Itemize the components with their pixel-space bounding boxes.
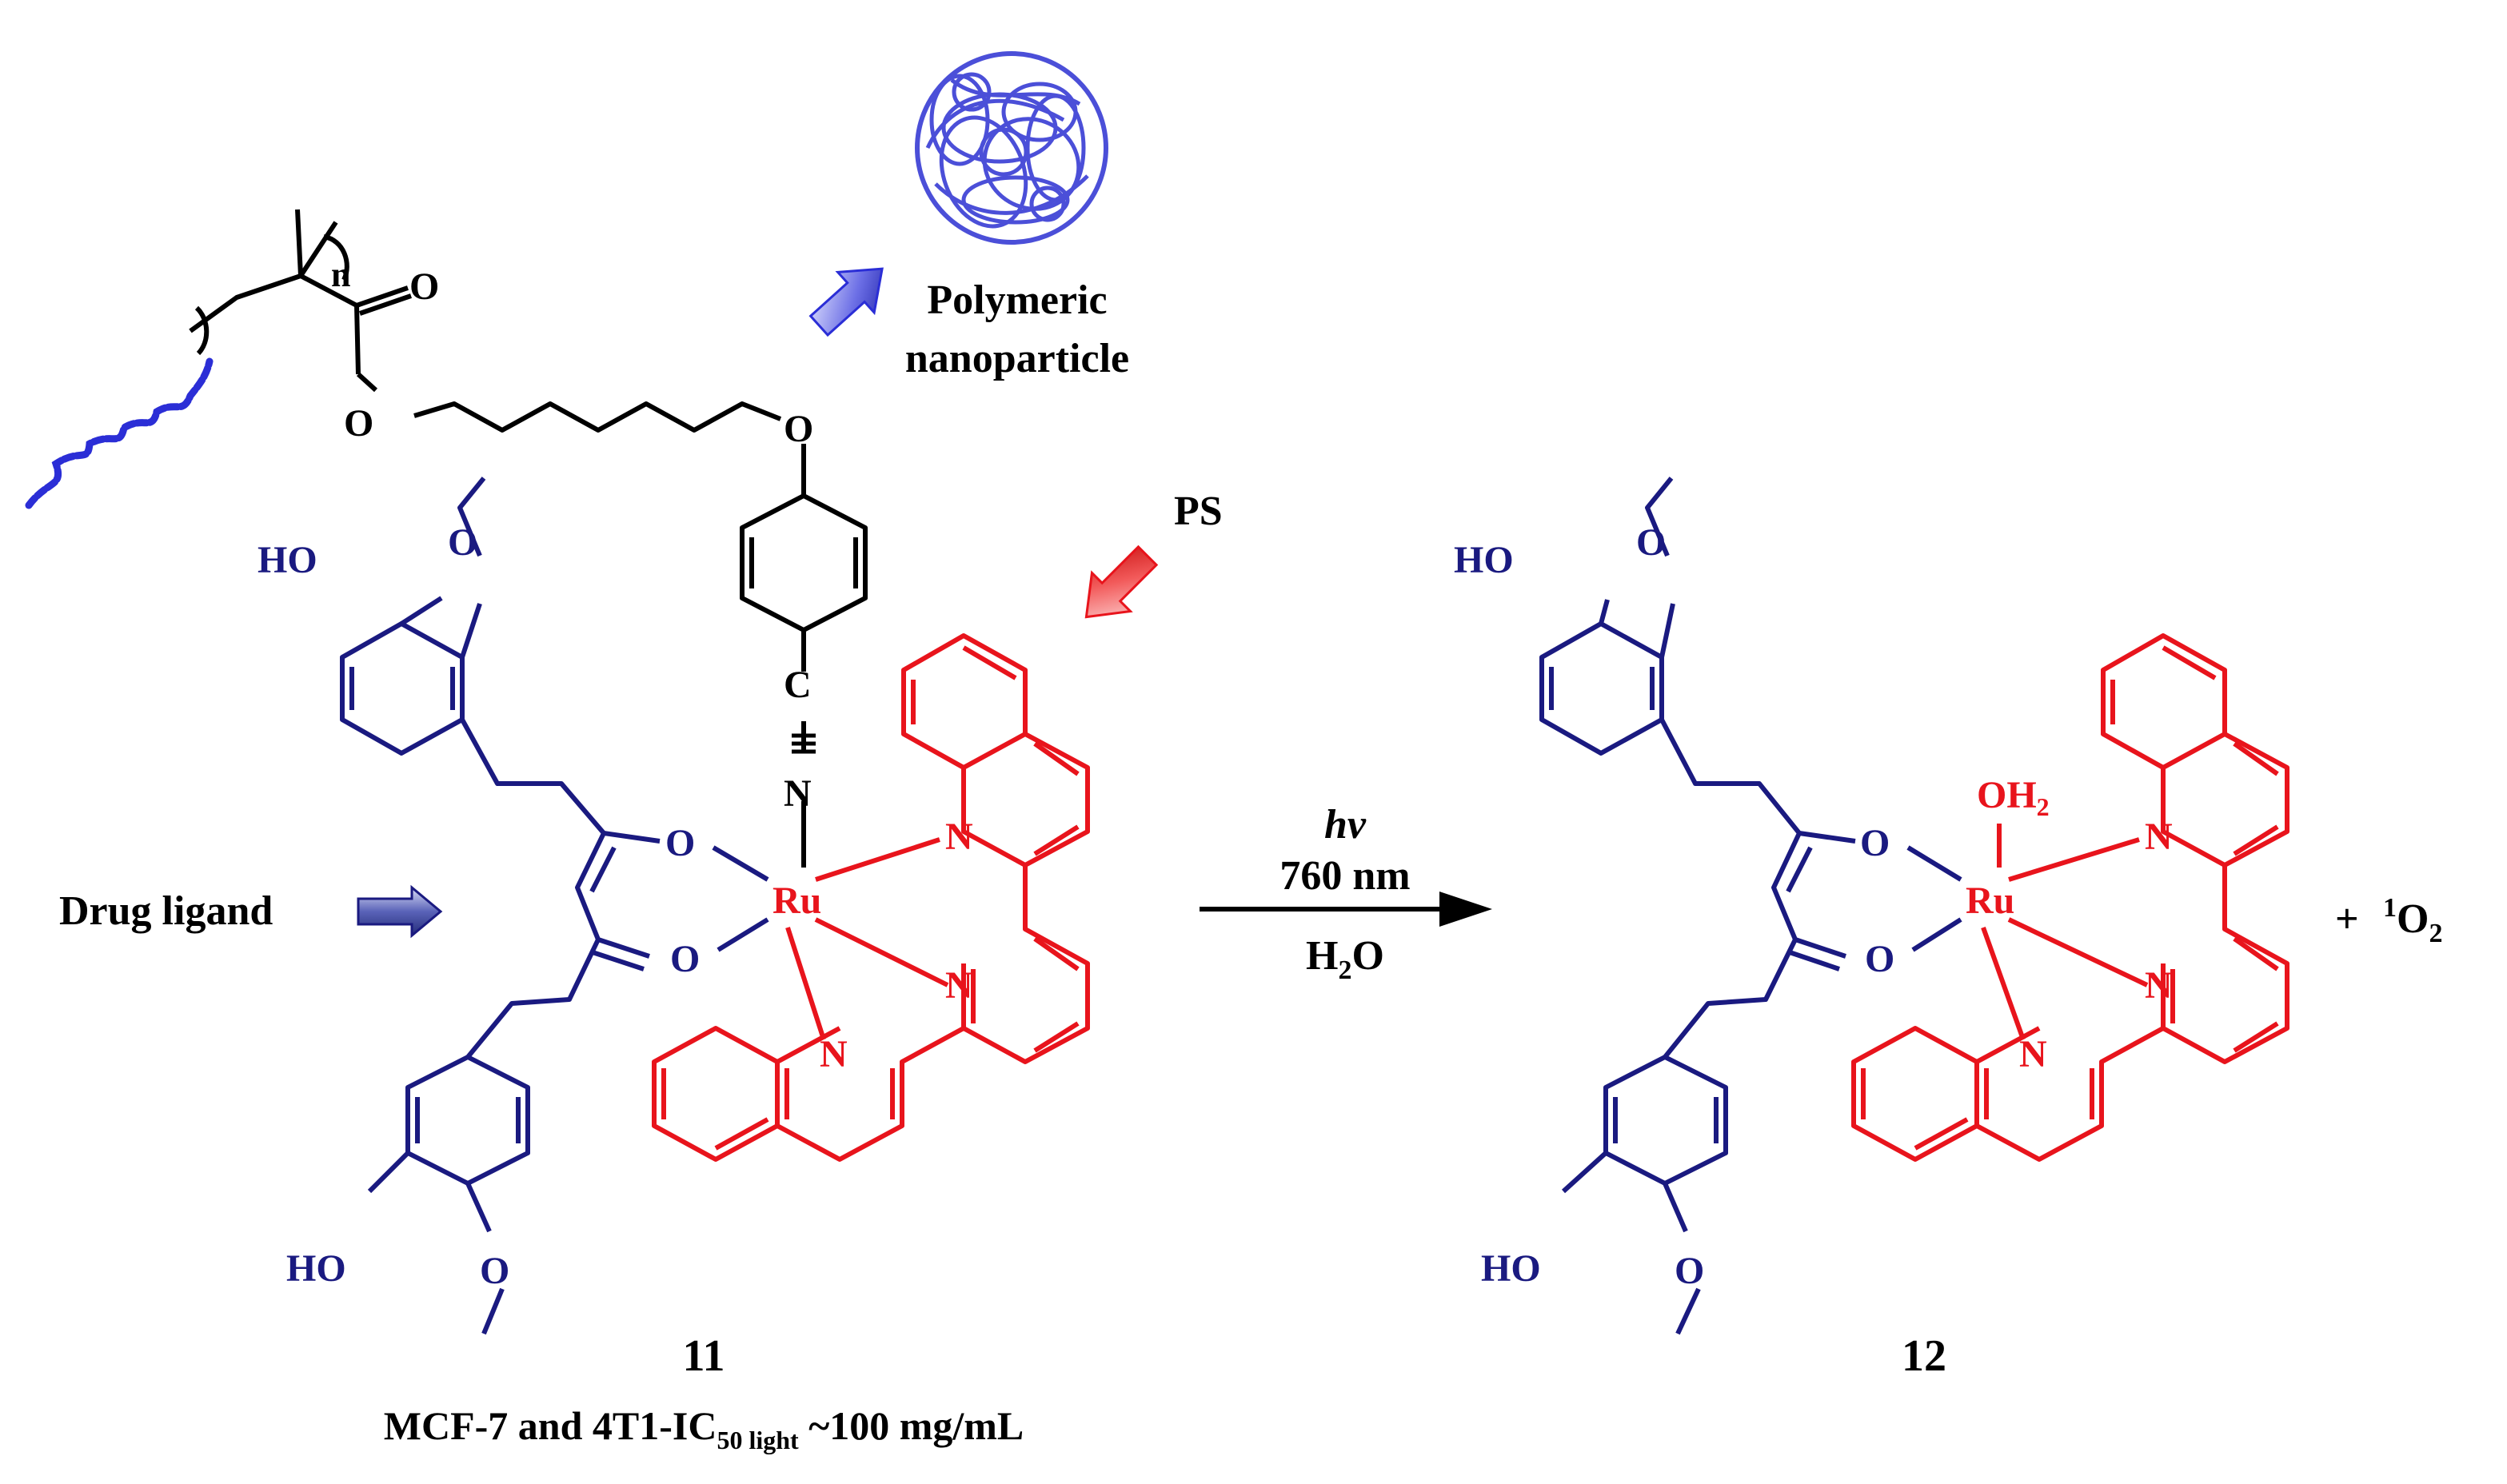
o-keto-bottom-12: O xyxy=(1865,938,1894,980)
ho-label-top-11: HO xyxy=(257,539,317,581)
o-ether-label: O xyxy=(784,408,813,450)
hv-label: hv xyxy=(1324,802,1367,848)
solvent-label: H2O xyxy=(1306,933,1384,985)
o-methoxy-top-12: O xyxy=(1636,521,1666,564)
o-methoxy-bottom-11: O xyxy=(480,1250,509,1292)
polymeric-label: Polymeric xyxy=(927,277,1107,323)
o-enol-top-11: O xyxy=(665,822,695,864)
up-right-arrow-icon xyxy=(808,267,884,337)
compound-12-drug-ligand xyxy=(1539,477,1856,1335)
ho-label-bottom-12: HO xyxy=(1481,1247,1541,1290)
down-left-arrow-icon xyxy=(1084,545,1159,619)
o-carbonyl-label: O xyxy=(409,265,439,308)
nanoparticle-label: nanoparticle xyxy=(905,336,1129,381)
ps-label: PS xyxy=(1174,489,1223,534)
n-label-q1-11: N xyxy=(945,816,973,858)
o-ru-bonds-11 xyxy=(712,845,769,952)
o-methoxy-bottom-12: O xyxy=(1675,1250,1704,1292)
ic50-caption: MCF-7 and 4T1-IC50 light ~100 mg/mL xyxy=(384,1403,1024,1454)
o-ru-bonds-12 xyxy=(1906,845,1962,952)
nitrile-triple-bond xyxy=(792,733,816,754)
wavelength-label: 760 nm xyxy=(1279,853,1410,899)
compound-12-photosensitizer xyxy=(1851,633,2289,1162)
singlet-oxygen-label: 1O2 xyxy=(2383,893,2442,948)
o-enol-top-12: O xyxy=(1860,822,1890,864)
oh2-label: OH2 xyxy=(1977,774,2050,821)
compound-11-photosensitizer xyxy=(652,633,1090,1162)
n-repeat-label: n xyxy=(331,255,350,294)
ru-label-11: Ru xyxy=(772,880,821,922)
c-label-nitrile: C xyxy=(784,664,812,706)
reaction-arrow xyxy=(1200,892,1492,927)
n-label-q1-12: N xyxy=(2145,816,2173,858)
ru-label-12: Ru xyxy=(1966,880,2014,922)
n-label-nitrile: N xyxy=(784,772,812,815)
compound-12-label: 12 xyxy=(1902,1331,1946,1381)
n-label-q2-11: N xyxy=(820,1033,848,1075)
o-methoxy-top-11: O xyxy=(448,521,477,564)
compound-11-label: 11 xyxy=(683,1331,725,1381)
right-arrow-icon xyxy=(357,884,443,939)
drug-ligand-label: Drug ligand xyxy=(59,888,273,934)
nanoparticle-icon xyxy=(915,51,1108,245)
o-ester-label: O xyxy=(344,402,373,445)
n-label-py-11: N xyxy=(945,964,973,1007)
plus-sign: + xyxy=(2335,896,2359,942)
ho-label-top-12: HO xyxy=(1454,539,1514,581)
ho-label-bottom-11: HO xyxy=(286,1247,346,1290)
n-label-q2-12: N xyxy=(2019,1033,2047,1075)
n-label-py-12: N xyxy=(2145,964,2173,1007)
o-keto-bottom-11: O xyxy=(670,938,700,980)
compound-11-drug-ligand xyxy=(340,477,661,1335)
polymer-chain xyxy=(25,357,214,509)
polymer-linker xyxy=(189,209,868,848)
